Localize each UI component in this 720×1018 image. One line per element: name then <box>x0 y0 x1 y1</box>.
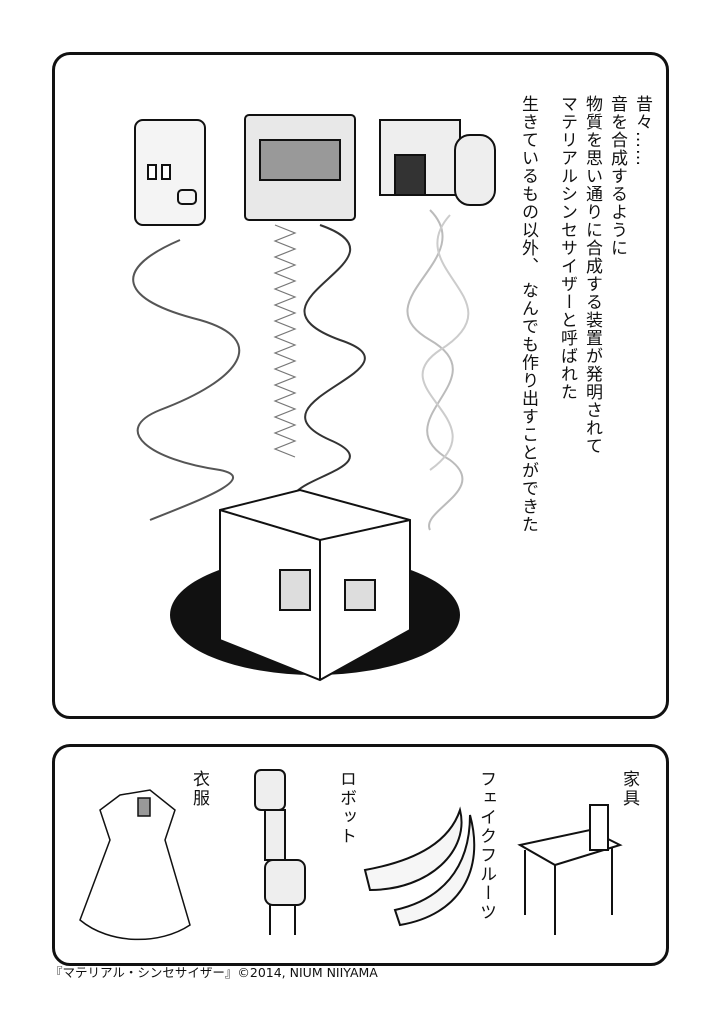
machine-liquid <box>134 119 206 226</box>
narration-line-3: 物質を思い通りに合成する装置が発明されて <box>582 95 602 455</box>
machine-camera <box>379 119 496 206</box>
narration-line-1: 昔々…… <box>632 95 652 167</box>
robot-drawing <box>254 769 306 935</box>
label-furniture: 家具 <box>619 770 639 808</box>
narration-line-4: マテリアルシンセサイザーと呼ばれた <box>557 95 577 401</box>
chair-drawing <box>517 804 623 935</box>
label-clothes: 衣服 <box>189 770 209 808</box>
cube <box>219 488 411 682</box>
waves <box>132 209 470 531</box>
dress-drawing <box>79 789 191 941</box>
banana-drawing <box>363 806 476 927</box>
label-fake-fruit: フェイクフルーツ <box>476 770 496 922</box>
machine-gear <box>244 114 356 221</box>
label-robot: ロボット <box>336 770 356 846</box>
narration-line-2: 音を合成するように <box>607 95 627 257</box>
narration-line-5: 生きているもの以外、 なんでも作り出すことができた <box>518 95 538 534</box>
copyright-footer: 『マテリアル・シンセサイザー』©2014, NIUM NIIYAMA <box>50 965 378 980</box>
